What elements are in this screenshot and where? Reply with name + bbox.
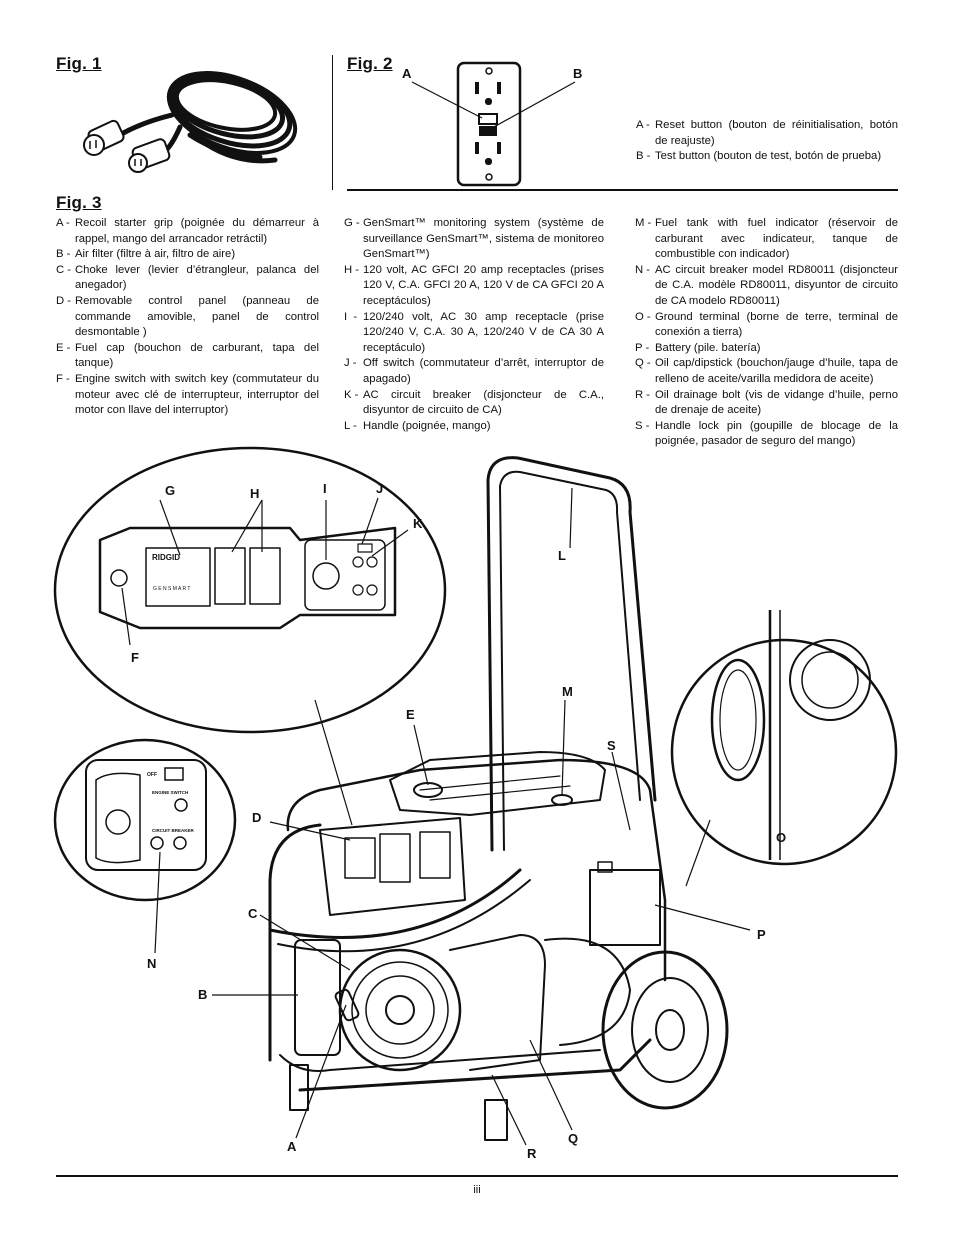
fig3-callout-n: N (147, 956, 157, 971)
fig3-callout-q: Q (568, 1131, 579, 1146)
footer-rule (56, 1175, 898, 1177)
gfci-receptacle-illustration (456, 61, 522, 187)
panel-engine-switch-text: ENGINE SWITCH (152, 790, 188, 795)
fig3-callout-e: E (406, 707, 415, 722)
fig3-callout-f: F (131, 650, 139, 665)
fig3-legend-col1: A -Recoil starter grip (poignée du démar… (56, 217, 319, 417)
fig3-callout-r: R (527, 1146, 537, 1161)
fig3-callout-o: O (776, 830, 787, 845)
fig3-callout-l: L (558, 548, 566, 563)
fig3-callout-a: A (287, 1139, 297, 1154)
fig2-callout-b: B (573, 66, 583, 81)
fig3-callout-b: B (198, 987, 208, 1002)
fig1-title: Fig. 1 (56, 54, 102, 73)
fig-separator-vertical (332, 55, 333, 190)
fig3-callout-g: G (165, 483, 176, 498)
extension-cord-illustration (83, 71, 298, 173)
panel-circuit-breaker-text: CIRCUIT BREAKER (152, 828, 195, 833)
fig3-callout-d: D (252, 810, 262, 825)
fig3-callout-k: K (413, 516, 423, 531)
page-number: iii (473, 1184, 481, 1196)
fig3-callout-h: H (250, 486, 260, 501)
fig3-legend-col3: M -Fuel tank with fuel indicator (réserv… (635, 217, 898, 448)
panel-gensmart-text: G E N S M A R T (153, 586, 190, 592)
fig3-callout-c: C (248, 906, 258, 921)
fig2-item-b: B -Test button (bouton de test, botón de… (636, 150, 882, 163)
fig2-legend: A -Reset button (bouton de réinitialisat… (636, 118, 898, 165)
fig2-item-a: A -Reset button (bouton de réinitialisat… (636, 119, 898, 147)
fig3-title: Fig. 3 (56, 193, 102, 212)
fig3-callout-s: S (607, 738, 616, 753)
panel-off-text: OFF (147, 772, 157, 778)
fig2-bottom-rule (347, 189, 898, 191)
fig2-leader-lines (411, 81, 576, 129)
fig3-callout-p: P (757, 927, 766, 942)
generator-illustration: RIDGID G E N S M A R T OFF ENGINE SWITCH… (53, 446, 898, 1146)
fig3-callout-i: I (323, 481, 327, 496)
fig3-callout-j: J (376, 481, 384, 496)
panel-brand-text: RIDGID (152, 553, 180, 562)
fig3-callout-m: M (562, 684, 573, 699)
fig2-callout-a: A (402, 66, 412, 81)
fig2-title: Fig. 2 (347, 54, 393, 73)
fig3-legend-col2: G -GenSmart™ monitoring system (système … (344, 217, 604, 432)
